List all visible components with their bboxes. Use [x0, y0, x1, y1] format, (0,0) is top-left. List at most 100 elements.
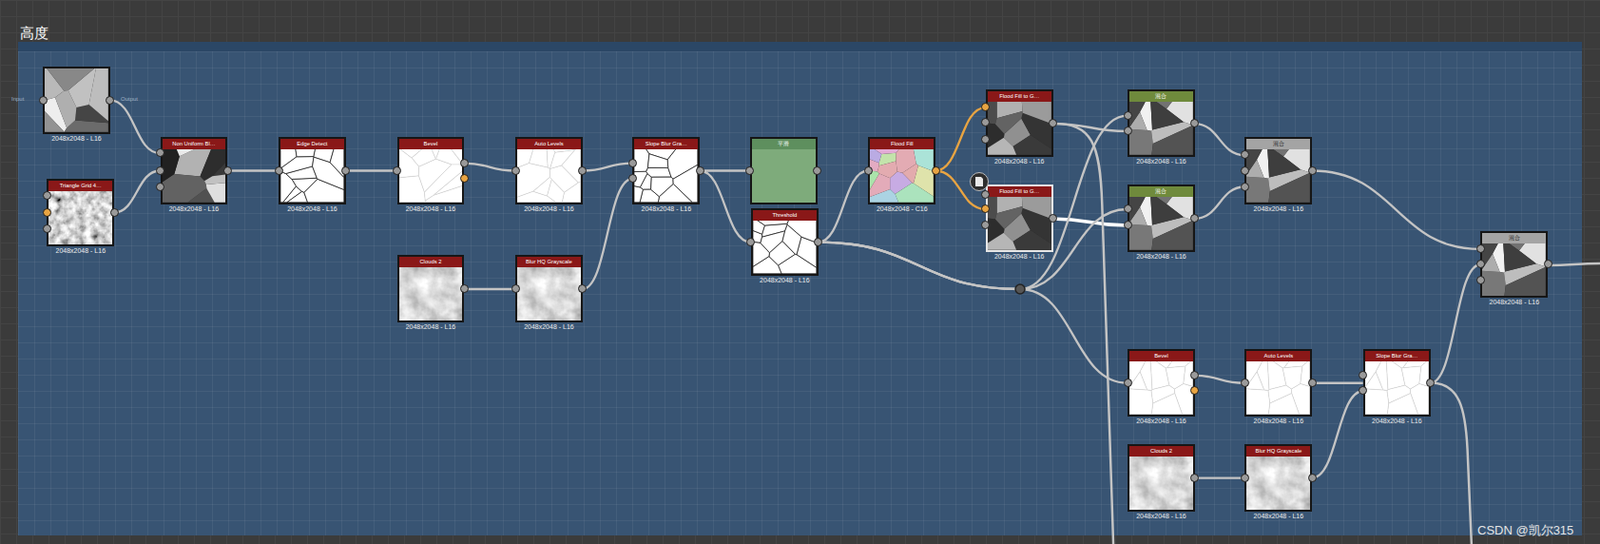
port — [1240, 182, 1250, 192]
resolution-label: 2048x2048 - L16 — [1136, 512, 1187, 520]
frame-panel — [18, 41, 1581, 537]
graph-node: Non Uniform Bl…2048x2048 - L16 — [160, 136, 229, 205]
port — [1123, 111, 1133, 120]
thumbnail — [44, 68, 109, 133]
node-header: Slope Blur Gra… — [1365, 350, 1429, 362]
cell — [1482, 269, 1506, 296]
wire — [1547, 263, 1600, 266]
port — [460, 158, 469, 168]
node-header: Non Uniform Bl… — [162, 138, 227, 150]
node-title: Non Uniform Bl… — [162, 138, 227, 150]
port — [1240, 166, 1250, 175]
graph-node: Flood Fill to G…2048x2048 - L16 — [985, 89, 1054, 157]
resolution-label: 2048x2048 - L16 — [1371, 417, 1423, 425]
cell — [782, 224, 802, 255]
wire — [1195, 476, 1246, 479]
cell — [651, 176, 675, 197]
node-header: Auto Levels — [1246, 350, 1311, 362]
port — [981, 220, 990, 230]
cell — [1268, 144, 1302, 177]
wire — [1195, 375, 1246, 384]
port — [341, 166, 350, 175]
node-title: Flood Fill to G… — [987, 186, 1052, 197]
cell — [634, 185, 643, 202]
resolution-label: 2048x2048 - L16 — [1253, 417, 1305, 425]
noise-texture — [1129, 445, 1194, 510]
port — [1308, 473, 1317, 482]
node-title: Slope Blur Gra… — [634, 138, 698, 150]
node-title: 混合 — [1246, 138, 1311, 150]
resolution-label: 2048x2048 - L16 — [759, 276, 810, 284]
wire — [1053, 218, 1128, 226]
resolution-label: 2048x2048 - L16 — [1136, 252, 1187, 260]
resolution-label: 2048x2048 - L16 — [1136, 157, 1187, 165]
resolution-label: 2048x2048 - L16 — [1136, 417, 1187, 425]
node-title: 混合 — [1129, 91, 1194, 102]
graph-node: Auto Levels2048x2048 - L16 — [1244, 348, 1312, 417]
wire — [1053, 123, 1114, 544]
cell — [1151, 220, 1193, 251]
noise-texture — [399, 256, 463, 321]
resolution-label: 2048x2048 - L16 — [1253, 512, 1305, 520]
port — [1123, 378, 1133, 387]
port — [1123, 204, 1133, 213]
resolution-label: 2048x2048 - L16 — [405, 205, 457, 213]
port-label: Input — [11, 96, 24, 102]
wire — [114, 170, 160, 213]
graph-node: 混合2048x2048 - L16 — [1244, 136, 1312, 205]
resolution-label: 2048x2048 - L16 — [405, 323, 457, 330]
node-header: Clouds 2 — [399, 256, 463, 268]
graph-node: Bevel2048x2048 - L16 — [1127, 348, 1196, 417]
cell — [1165, 366, 1186, 389]
port — [460, 173, 469, 183]
graph-node: Slope Blur Gra…2048x2048 - L16 — [1363, 348, 1431, 417]
resolution-label: 2048x2048 - L16 — [287, 205, 338, 213]
node-header: Auto Levels — [517, 138, 581, 150]
wire — [1311, 390, 1364, 478]
node-header: 混合 — [1129, 91, 1194, 102]
resolution-label: 2048x2048 - L16 — [994, 157, 1045, 165]
graph-node: Blur HQ Grayscale2048x2048 - L16 — [1244, 443, 1312, 512]
node-header: Flood Fill — [869, 138, 934, 150]
port-label: Output — [120, 96, 138, 102]
node-header: Flood Fill to G… — [987, 91, 1052, 102]
node-title: Flood Fill — [869, 138, 934, 150]
node-title: 混合 — [1129, 186, 1194, 197]
port — [511, 166, 521, 175]
cell — [1151, 125, 1193, 155]
wire — [582, 162, 634, 171]
port — [511, 284, 521, 293]
port — [42, 191, 52, 200]
port — [1240, 473, 1250, 482]
noise-texture — [1246, 445, 1311, 510]
cell — [162, 173, 207, 203]
cell — [995, 206, 1023, 230]
port — [460, 284, 469, 293]
graph-node: Edge Detect2048x2048 - L16 — [278, 136, 347, 205]
resolution-label: 2048x2048 - C16 — [876, 205, 928, 213]
cell — [1012, 135, 1051, 156]
cell — [673, 164, 698, 203]
node-header: Triangle Grid 4… — [48, 180, 113, 192]
cell — [561, 181, 580, 202]
reroute-dot — [1015, 284, 1025, 294]
cell — [1269, 173, 1311, 203]
node-header: 混合 — [1246, 138, 1311, 150]
cell — [1291, 383, 1311, 414]
graph-node: Slope Blur Gra…2048x2048 - L16 — [632, 136, 700, 205]
node-header: Clouds 2 — [1129, 445, 1194, 457]
wire — [1195, 123, 1246, 155]
node-header: Bevel — [1129, 350, 1194, 362]
graph-node: 混合2048x2048 - L16 — [1480, 231, 1548, 299]
cell — [1503, 238, 1537, 271]
wire — [346, 169, 398, 172]
port — [1123, 220, 1133, 230]
wire — [1430, 264, 1482, 384]
cell — [1283, 366, 1304, 389]
cell — [1504, 266, 1546, 296]
node-header: Flood Fill to G… — [987, 186, 1052, 197]
cell — [533, 176, 552, 196]
resolution-label: 2048x2048 - L16 — [1253, 205, 1305, 213]
node-header: Slope Blur Gra… — [634, 138, 698, 150]
cell — [1365, 388, 1389, 415]
